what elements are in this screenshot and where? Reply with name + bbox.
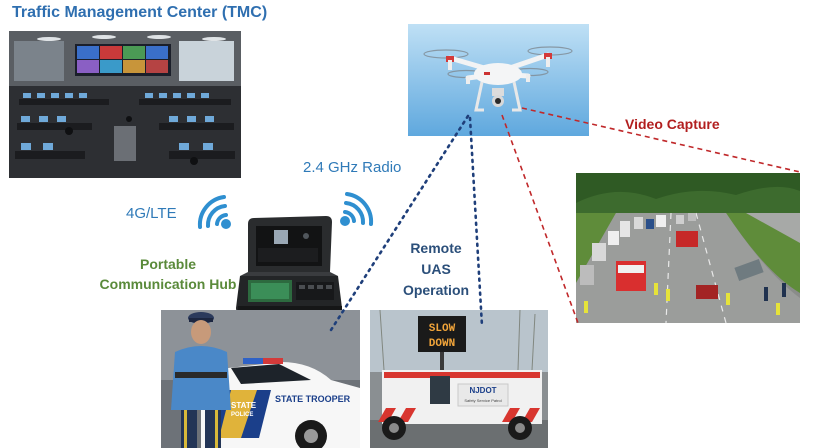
uas-operation-label: Remote UAS Operation xyxy=(388,238,484,301)
radio-label: 2.4 GHz Radio xyxy=(303,159,402,176)
highway-incident-photo xyxy=(576,173,800,323)
video-link-bottom xyxy=(501,114,579,324)
uas-label-line1: Remote xyxy=(410,240,462,256)
police-badge-text-1: STATE xyxy=(231,401,257,410)
tmc-title: Traffic Management Center (TMC) xyxy=(12,4,268,21)
state-trooper-photo: STATE POLICE STATE TROOPER xyxy=(161,310,360,448)
lte-label: 4G/LTE xyxy=(126,205,177,222)
message-sign-line2: DOWN xyxy=(429,338,455,350)
police-badge-text-2: POLICE xyxy=(231,412,253,418)
uas-drone-photo xyxy=(408,24,589,136)
tmc-photo xyxy=(9,31,241,178)
service-patrol-truck-photo: SLOW DOWN NJDOT Safety Service Patrol xyxy=(370,310,548,448)
hub-label-line2: Communication Hub xyxy=(99,276,237,292)
trooper-car-text: STATE TROOPER xyxy=(275,394,351,404)
hub-label: Portable Communication Hub xyxy=(88,254,248,294)
wifi-icon-lte xyxy=(192,188,236,232)
truck-text-1: NJDOT xyxy=(469,386,496,395)
hub-label-line1: Portable xyxy=(139,256,196,272)
uas-label-line3: Operation xyxy=(402,282,470,298)
truck-text-2: Safety Service Patrol xyxy=(464,398,501,403)
video-capture-label: Video Capture xyxy=(625,116,720,132)
uas-label-line2: UAS xyxy=(421,261,451,277)
communication-hub-image xyxy=(234,210,344,320)
message-sign-line1: SLOW xyxy=(429,323,456,335)
